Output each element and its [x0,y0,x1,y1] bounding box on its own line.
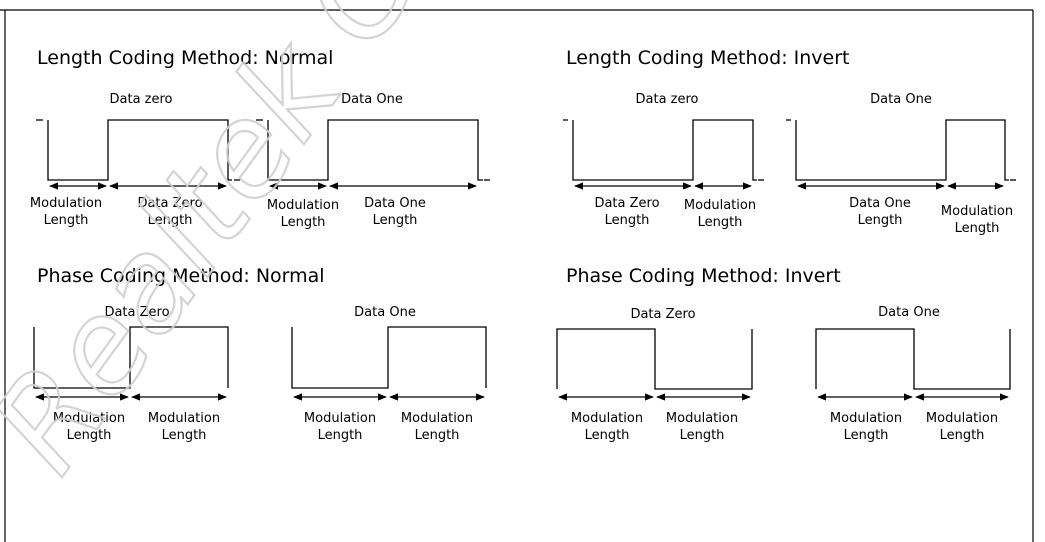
title-length-normal: Length Coding Method: Normal [37,47,334,69]
title-length-invert: Length Coding Method: Invert [566,47,850,69]
length-normal-waveforms [36,119,490,181]
label-data-zero: Data Zero [630,307,696,322]
length-invert-waveforms [563,119,1016,181]
label-data-one: Data One [341,92,403,107]
label-data-zero: Data Zero [104,305,170,320]
label-data-zero: Data zero [635,92,699,107]
label-data-one: Data One [878,305,940,320]
label-data-one: Data One [870,92,932,107]
phase-normal-waveforms [33,326,487,389]
watermark-text: Realtek Confidential [0,0,849,499]
label-data-one: Data One [354,305,416,320]
label-data-zero: Data zero [109,92,173,107]
phase-invert-waveforms [556,328,1011,390]
title-phase-normal: Phase Coding Method: Normal [37,265,325,287]
title-phase-invert: Phase Coding Method: Invert [566,265,841,287]
